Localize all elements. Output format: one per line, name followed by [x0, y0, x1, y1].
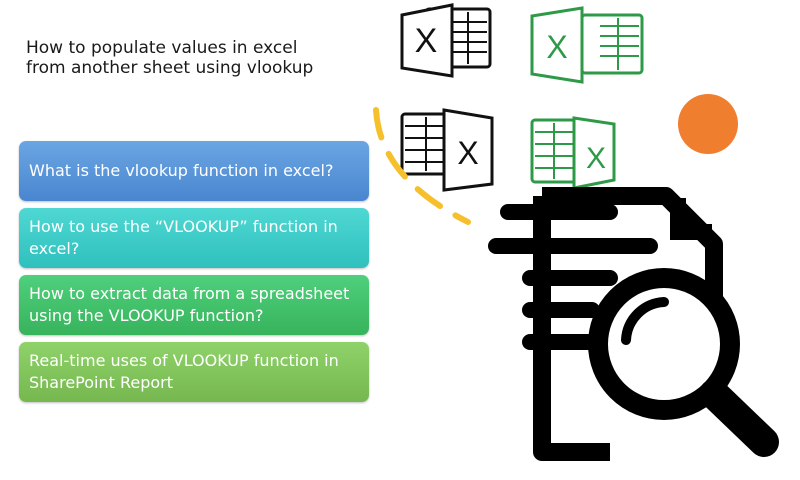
excel-black-reversed-icon: X — [400, 108, 494, 192]
topic-label: Real-time uses of VLOOKUP function in Sh… — [29, 351, 339, 392]
title-line-1: How to populate values in excel — [26, 38, 298, 58]
topic-label: What is the vlookup function in excel? — [29, 161, 334, 180]
topic-item-real-time-uses[interactable]: Real-time uses of VLOOKUP function in Sh… — [19, 342, 369, 402]
svg-text:X: X — [415, 22, 438, 60]
page-title: How to populate values in excel from ano… — [26, 38, 386, 78]
orange-circle-icon — [678, 94, 738, 154]
title-line-2: from another sheet using vlookup — [26, 58, 314, 78]
illustration: X X X X — [373, 3, 779, 461]
svg-text:X: X — [457, 135, 478, 171]
excel-green-reversed-icon: X — [530, 116, 616, 190]
dashed-arc — [373, 107, 471, 225]
excel-black-icon: X — [400, 3, 492, 78]
topic-list: What is the vlookup function in excel? H… — [19, 141, 369, 409]
topic-item-how-to-use[interactable]: How to use the “VLOOKUP” function in exc… — [19, 208, 369, 268]
topic-item-vlookup-function[interactable]: What is the vlookup function in excel? — [19, 141, 369, 201]
topic-label: How to use the “VLOOKUP” function in exc… — [29, 217, 338, 258]
topic-item-extract-data[interactable]: How to extract data from a spreadsheet u… — [19, 275, 369, 335]
topic-label: How to extract data from a spreadsheet u… — [29, 284, 350, 325]
document-magnifier-icon — [488, 187, 779, 461]
excel-green-icon: X — [530, 6, 644, 84]
svg-text:X: X — [586, 142, 606, 175]
svg-text:X: X — [546, 29, 567, 65]
